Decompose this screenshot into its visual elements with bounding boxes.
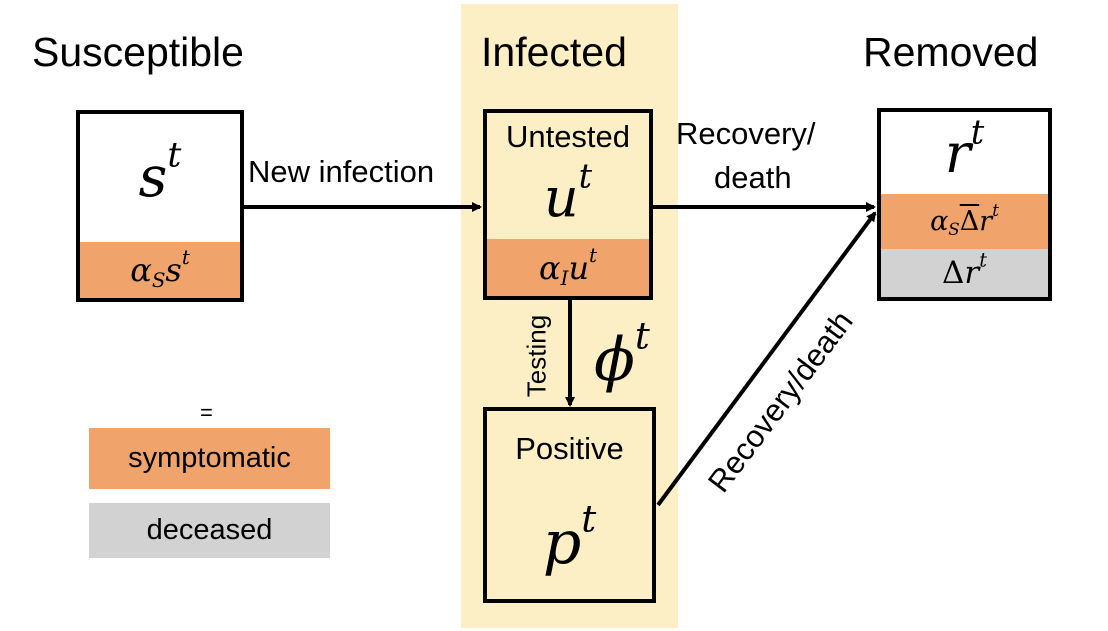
label-phi: ϕt <box>594 313 650 395</box>
title-infected: Infected <box>481 29 627 75</box>
legend-symptomatic: symptomatic <box>89 428 330 489</box>
u-symptomatic: αIut <box>487 239 649 296</box>
label-recovery-top-2: death <box>714 160 792 195</box>
var-p: pt <box>542 496 597 578</box>
legend-equals: = <box>200 400 213 425</box>
untested-label: Untested <box>505 119 631 154</box>
r-symptomatic: αSΔrt <box>881 194 1048 249</box>
label-new-infection: New infection <box>248 154 435 189</box>
var-u: ut <box>543 156 593 229</box>
box-removed: rt αSΔrt Δrt <box>877 108 1052 301</box>
var-r: rt <box>944 112 985 185</box>
s-symptomatic: αSst <box>80 242 240 298</box>
r-deceased: Δrt <box>881 249 1048 297</box>
label-recovery-top-1: Recovery/ <box>676 116 816 151</box>
box-susceptible: st αSst <box>76 110 244 302</box>
box-untested: Untested ut αIut <box>483 109 653 300</box>
box-positive: Positive pt <box>483 407 656 603</box>
title-removed: Removed <box>863 29 1039 75</box>
positive-label: Positive <box>515 431 624 466</box>
arrow-recovery-diag <box>656 211 877 507</box>
label-testing: Testing <box>521 314 552 398</box>
title-susceptible: Susceptible <box>32 29 244 75</box>
var-s: st <box>138 135 182 210</box>
legend-deceased: deceased <box>89 503 330 558</box>
